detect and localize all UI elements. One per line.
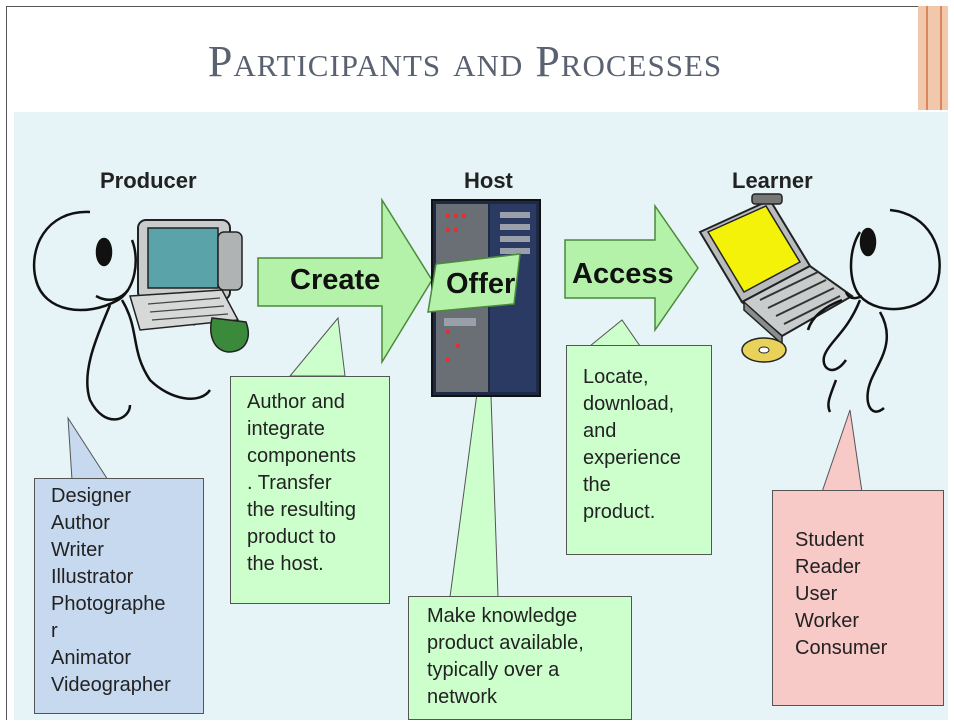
access-callout-pointer xyxy=(588,319,641,347)
role-item: Worker xyxy=(795,610,860,632)
role-item: r xyxy=(51,620,58,642)
create-arrow xyxy=(257,197,433,365)
role-item: Reader xyxy=(795,556,861,578)
role-item: Author xyxy=(51,512,110,534)
create-description-box: Author and integrate components . Transf… xyxy=(230,376,390,604)
slide-title: Participants and Processes xyxy=(207,37,723,86)
access-description-box: Locate, download, and experience the pro… xyxy=(566,345,712,555)
producer-callout-pointer xyxy=(67,416,109,481)
description-line: Make knowledge xyxy=(427,605,578,627)
role-item: User xyxy=(795,583,838,605)
offer-banner xyxy=(427,253,521,313)
role-item: Writer xyxy=(51,539,104,561)
producer-roles-box: Designer Author Writer Illustrator Photo… xyxy=(34,478,204,714)
description-line: network xyxy=(427,686,498,708)
decorative-line xyxy=(926,6,928,110)
cd-disc-icon xyxy=(741,337,787,363)
access-arrow xyxy=(564,203,699,333)
offer-label: Offer xyxy=(446,268,516,300)
producer-heading: Producer xyxy=(100,168,197,193)
description-line: and xyxy=(583,420,617,442)
description-line: the xyxy=(583,474,611,496)
description-line: the resulting xyxy=(247,499,356,521)
host-heading: Host xyxy=(464,168,513,193)
desktop-computer-icon xyxy=(129,219,249,353)
description-line: Locate, xyxy=(583,366,649,388)
role-item: Photographe xyxy=(51,593,166,615)
learner-callout-pointer xyxy=(821,409,863,493)
description-line: Author and xyxy=(247,391,345,413)
laptop-computer-icon xyxy=(698,193,854,346)
role-item: Designer xyxy=(51,485,132,507)
description-line: experience xyxy=(583,447,681,469)
learner-roles-box: Student Reader User Worker Consumer xyxy=(772,490,944,706)
description-line: download, xyxy=(583,393,675,415)
learner-figure-icon xyxy=(806,208,941,413)
role-item: Student xyxy=(795,529,864,551)
offer-description-box: Make knowledge product available, typica… xyxy=(408,596,632,720)
description-line: . Transfer xyxy=(247,472,332,494)
role-item: Consumer xyxy=(795,637,888,659)
description-line: the host. xyxy=(247,553,324,575)
description-line: typically over a xyxy=(427,659,560,681)
decorative-bar xyxy=(918,6,948,110)
decorative-line xyxy=(940,6,942,110)
role-item: Videographer xyxy=(51,674,171,696)
access-label: Access xyxy=(572,258,674,290)
role-item: Illustrator xyxy=(51,566,134,588)
create-callout-pointer xyxy=(288,316,346,377)
description-line: product available, xyxy=(427,632,584,654)
description-line: product. xyxy=(583,501,656,523)
create-label: Create xyxy=(290,264,381,296)
description-line: product to xyxy=(247,526,336,548)
description-line: components xyxy=(247,445,356,467)
role-item: Animator xyxy=(51,647,132,669)
slide-border xyxy=(6,6,948,720)
description-line: integrate xyxy=(247,418,325,440)
learner-heading: Learner xyxy=(732,168,813,193)
